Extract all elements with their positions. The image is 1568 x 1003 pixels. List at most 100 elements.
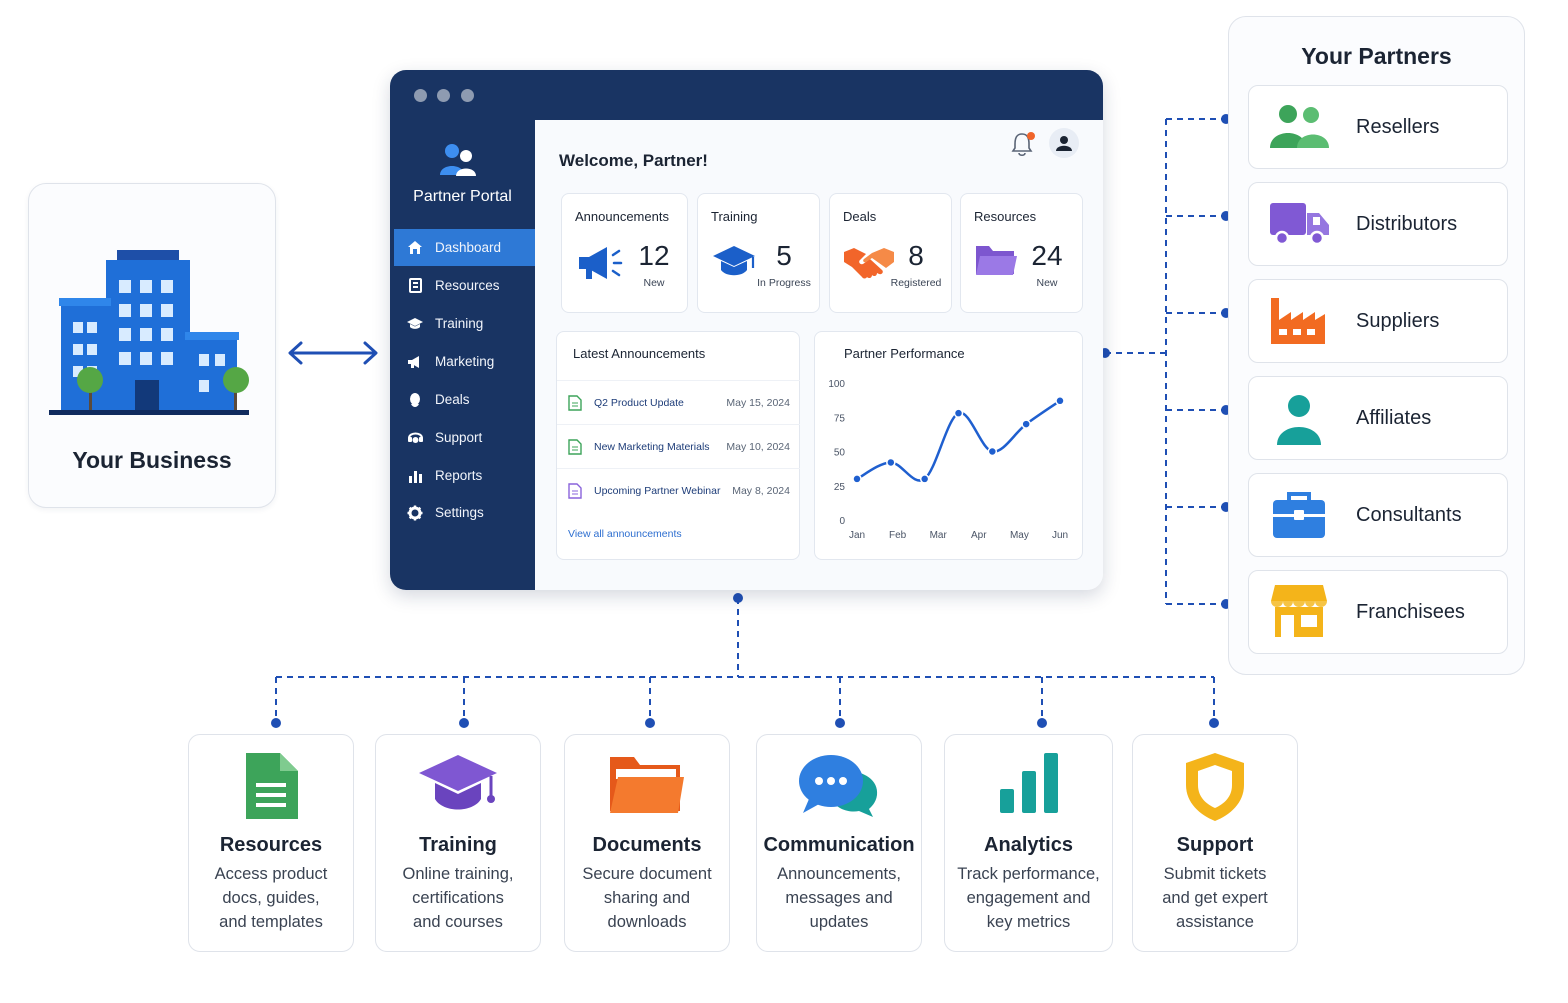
- stat-card-announcements[interactable]: Announcements 12 New: [561, 193, 688, 313]
- partner-label: Distributors: [1356, 213, 1458, 235]
- sidebar-item-label: Reports: [435, 468, 483, 483]
- person-icon: [1277, 395, 1321, 445]
- sidebar-item-resources[interactable]: Resources: [394, 267, 535, 304]
- stat-title: Deals: [843, 209, 877, 224]
- bar-chart-icon: [406, 467, 424, 485]
- dashboard-main: Welcome, Partner! Announcements 12 New T…: [535, 120, 1103, 590]
- page-title: Welcome, Partner!: [559, 151, 708, 170]
- partner-item-affiliates[interactable]: Affiliates: [1248, 376, 1508, 460]
- graduation-cap-icon: [713, 246, 755, 276]
- sidebar-item-deals[interactable]: Deals: [394, 381, 535, 418]
- announcement-title: Q2 Product Update: [594, 396, 684, 409]
- data-point[interactable]: [987, 446, 998, 457]
- factory-icon: [1271, 298, 1325, 344]
- announcement-title: New Marketing Materials: [594, 440, 710, 453]
- sidebar-item-settings[interactable]: Settings: [394, 494, 535, 531]
- avatar[interactable]: [1049, 128, 1079, 158]
- partner-item-distributors[interactable]: Distributors: [1248, 182, 1508, 266]
- feature-title: Analytics: [984, 834, 1073, 856]
- office-building-icon: [49, 250, 249, 415]
- partner-label: Franchisees: [1356, 601, 1465, 623]
- data-point[interactable]: [1055, 396, 1065, 406]
- list-item[interactable]: Q2 Product Update May 15, 2024: [557, 380, 800, 424]
- document-icon: [568, 438, 582, 455]
- feature-title: Support: [1176, 834, 1254, 856]
- stat-value: 8: [908, 240, 924, 271]
- stat-card-deals[interactable]: Deals 8 Registered: [829, 193, 952, 313]
- view-all-link[interactable]: View all announcements: [568, 528, 682, 540]
- bar-chart-icon: [999, 753, 1058, 813]
- document-icon: [406, 277, 424, 295]
- stat-subtitle: New: [643, 277, 665, 289]
- sidebar-item-label: Deals: [435, 392, 470, 407]
- sidebar-item-training[interactable]: Training: [394, 305, 535, 342]
- folder-icon: [610, 757, 684, 813]
- data-point[interactable]: [919, 474, 930, 484]
- stat-title: Resources: [974, 209, 1037, 224]
- data-point[interactable]: [1021, 419, 1031, 429]
- sidebar-item-support[interactable]: Support: [394, 419, 535, 456]
- partner-item-franchisees[interactable]: Franchisees: [1248, 570, 1508, 654]
- briefcase-icon: [1273, 492, 1325, 538]
- window-dot[interactable]: [461, 89, 474, 102]
- window-dot[interactable]: [437, 89, 450, 102]
- list-item[interactable]: New Marketing Materials May 10, 2024: [557, 424, 800, 468]
- feature-title: Documents: [592, 834, 702, 856]
- y-tick-label: 100: [828, 379, 845, 390]
- sidebar-item-label: Marketing: [435, 354, 495, 369]
- announcements-panel: Latest Announcements Q2 Product Update M…: [556, 331, 800, 560]
- stat-card-training[interactable]: Training 5 In Progress: [697, 193, 820, 313]
- x-tick-label: Jun: [1052, 530, 1068, 541]
- window-dot[interactable]: [414, 89, 427, 102]
- data-point[interactable]: [953, 408, 964, 418]
- sidebar-item-marketing[interactable]: Marketing: [394, 343, 535, 380]
- sidebar-item-label: Support: [435, 430, 483, 445]
- data-point[interactable]: [852, 474, 862, 484]
- support-icon: [406, 429, 424, 447]
- sidebar-item-dashboard[interactable]: Dashboard: [394, 229, 535, 266]
- stat-title: Training: [711, 209, 758, 224]
- announcement-title: Upcoming Partner Webinar: [594, 484, 721, 497]
- partners-panel: Your Partners Resellers Distributors Sup…: [1228, 16, 1525, 675]
- stat-subtitle: Registered: [890, 277, 942, 289]
- bell-icon[interactable]: [1010, 130, 1036, 158]
- megaphone-icon: [406, 353, 424, 371]
- feature-card-analytics[interactable]: Analytics Track performance,engagement a…: [944, 734, 1113, 952]
- user-icon: [1056, 136, 1072, 151]
- data-point[interactable]: [886, 457, 896, 468]
- partner-portal-window: Partner Portal Dashboard Resources Train…: [390, 70, 1103, 590]
- x-tick-label: Jan: [849, 530, 865, 541]
- sidebar-item-reports[interactable]: Reports: [394, 457, 535, 494]
- stat-subtitle: New: [1036, 277, 1058, 289]
- document-icon: [568, 482, 582, 499]
- stat-value: 12: [638, 240, 670, 271]
- portal-brand: Partner Portal: [413, 188, 512, 205]
- stat-card-resources[interactable]: Resources 24 New: [960, 193, 1083, 313]
- x-tick-label: Mar: [930, 530, 948, 541]
- announcement-date: May 8, 2024: [732, 484, 790, 497]
- x-tick-label: Feb: [889, 530, 907, 541]
- sidebar-item-label: Dashboard: [435, 240, 502, 255]
- list-item[interactable]: Upcoming Partner Webinar May 8, 2024: [557, 468, 800, 512]
- document-icon: [568, 394, 582, 411]
- partner-label: Consultants: [1356, 504, 1462, 526]
- partner-item-suppliers[interactable]: Suppliers: [1248, 279, 1508, 363]
- partner-item-consultants[interactable]: Consultants: [1248, 473, 1508, 557]
- y-tick-label: 25: [834, 482, 846, 493]
- x-tick-label: May: [1010, 530, 1029, 541]
- partner-item-resellers[interactable]: Resellers: [1248, 85, 1508, 169]
- gear-icon: [406, 504, 424, 522]
- feature-card-communication[interactable]: Communication Announcements,messages and…: [756, 734, 922, 952]
- sidebar-item-label: Resources: [435, 278, 500, 293]
- y-tick-label: 75: [834, 413, 846, 424]
- partner-label: Resellers: [1356, 116, 1440, 138]
- partner-label: Suppliers: [1356, 310, 1440, 332]
